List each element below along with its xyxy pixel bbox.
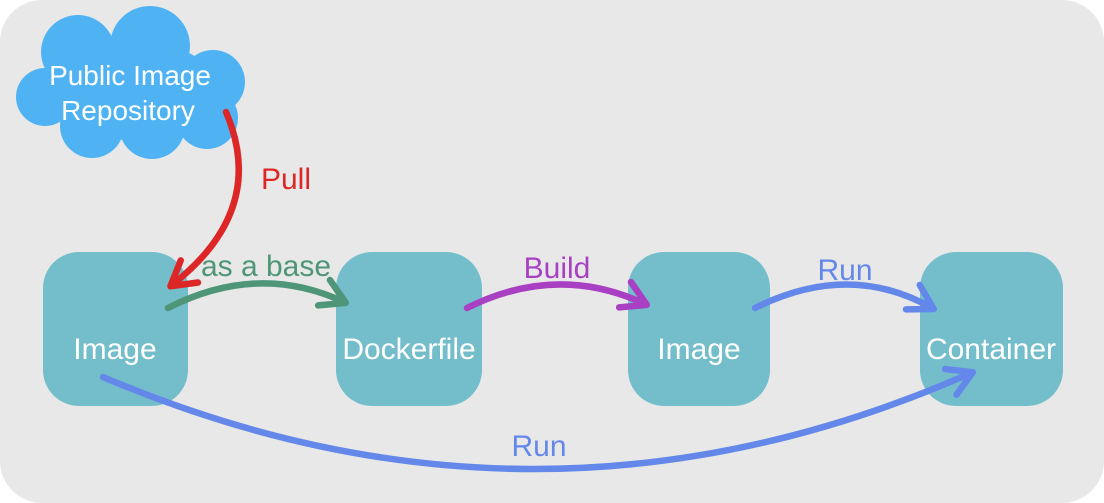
arrow-as-a-base bbox=[164, 276, 350, 312]
arrow-build bbox=[463, 278, 651, 312]
arrow-run-top bbox=[751, 281, 937, 313]
cloud-shape bbox=[60, 94, 124, 158]
node-box-dockerfile bbox=[336, 252, 482, 406]
node-label-image-1: Image bbox=[73, 333, 156, 366]
arrow-run-bottom bbox=[99, 365, 977, 473]
cloud-shape bbox=[41, 15, 115, 89]
cloud-shape bbox=[110, 6, 190, 86]
node-label-image-2: Image bbox=[657, 333, 740, 366]
node-box-image-2 bbox=[628, 252, 770, 406]
arrow-label-build: Build bbox=[524, 252, 591, 285]
public-image-repository-cloud bbox=[16, 6, 245, 159]
node-label-container: Container bbox=[926, 333, 1056, 366]
node-box-image-1 bbox=[43, 252, 188, 406]
node-label-dockerfile: Dockerfile bbox=[342, 333, 475, 366]
arrow-label-as-a-base: as a base bbox=[201, 250, 331, 283]
arrow-label-pull: Pull bbox=[261, 163, 311, 196]
cloud-shape bbox=[119, 93, 185, 159]
cloud-label-line1: Public Image bbox=[49, 60, 211, 91]
cloud-shape bbox=[176, 87, 238, 149]
arrow-pull bbox=[167, 108, 242, 290]
cloud-label-line2: Repository bbox=[61, 95, 195, 126]
arrow-label-run-bottom: Run bbox=[511, 430, 566, 463]
arrow-label-run-top: Run bbox=[817, 254, 872, 287]
cloud-shape bbox=[16, 68, 74, 126]
